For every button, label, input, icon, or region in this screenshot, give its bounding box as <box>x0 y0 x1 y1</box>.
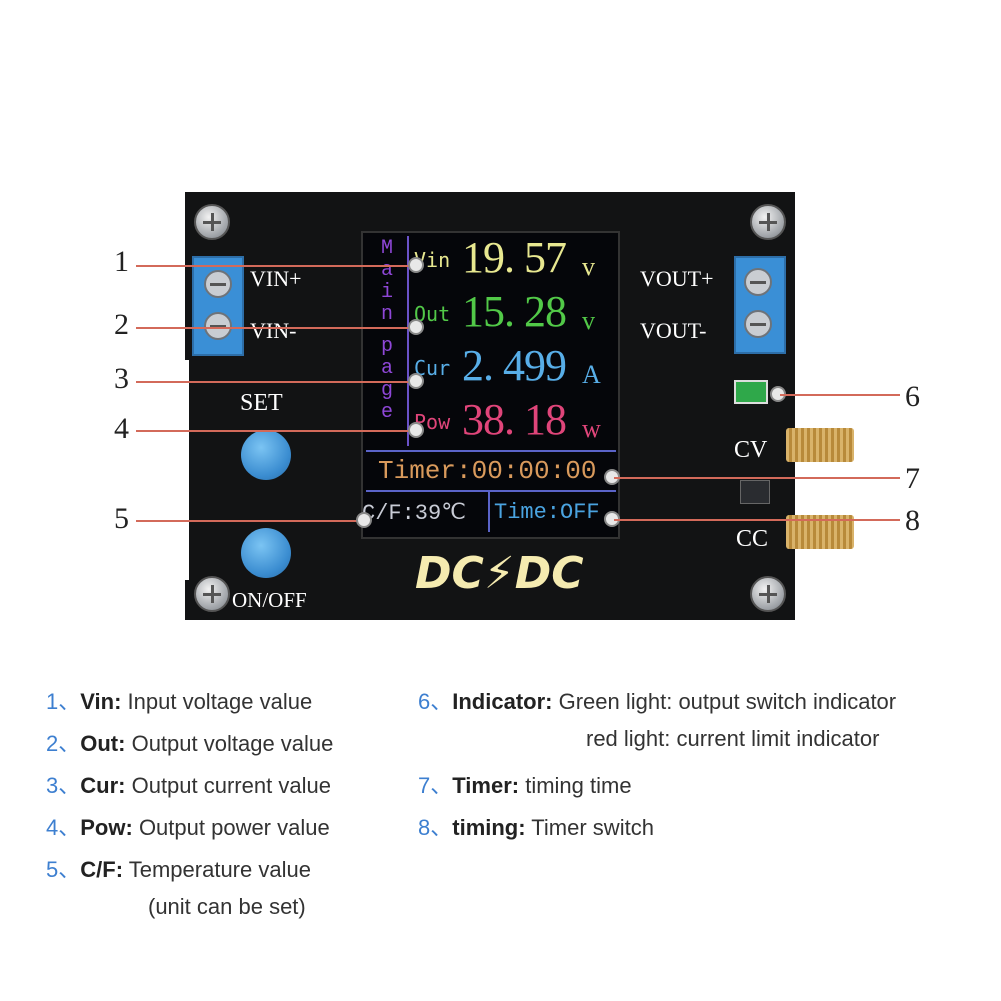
legend-item: 8、timing: Timer switch <box>418 815 654 840</box>
callout-number: 2 <box>114 308 129 341</box>
callout-line <box>136 430 416 432</box>
vout-plus-label: VOUT+ <box>640 266 714 291</box>
legend-note: (unit can be set) <box>148 894 306 919</box>
legend-item: 1、Vin: Input voltage value <box>46 689 313 714</box>
pow-value: 38. 18 <box>462 395 567 444</box>
callout-number: 3 <box>114 362 129 395</box>
callout-number: 8 <box>905 504 920 537</box>
cv-label: CV <box>734 437 768 463</box>
legend-note: red light: current limit indicator <box>586 726 880 751</box>
terminal-screw-icon <box>204 270 232 298</box>
output-terminal-block <box>734 256 786 354</box>
vin-unit: v <box>582 252 595 281</box>
onoff-button[interactable] <box>241 528 291 578</box>
terminal-screw-icon <box>204 312 232 340</box>
lcd-divider <box>488 490 490 532</box>
timer-readout: Timer:00:00:00 <box>378 456 597 486</box>
cv-potentiometer[interactable] <box>786 428 854 462</box>
callout-number: 1 <box>114 245 129 278</box>
terminal-screw-icon <box>744 310 772 338</box>
legend-item: 2、Out: Output voltage value <box>46 731 334 756</box>
mount-screw-icon <box>194 204 230 240</box>
callout-dot <box>408 373 424 389</box>
input-terminal-block <box>192 256 244 356</box>
callout-number: 4 <box>114 412 129 445</box>
vout-minus-label: VOUT- <box>640 318 707 343</box>
legend-item: 7、Timer: timing time <box>418 773 632 798</box>
cur-unit: A <box>582 360 601 389</box>
callout-number: 7 <box>905 462 920 495</box>
mount-screw-icon <box>194 576 230 612</box>
callout-line <box>136 327 416 329</box>
lcd-divider <box>366 490 616 492</box>
set-button[interactable] <box>241 430 291 480</box>
red-indicator-led <box>740 480 770 504</box>
callout-dot <box>408 422 424 438</box>
legend-item: 3、Cur: Output current value <box>46 773 331 798</box>
callout-line <box>136 381 416 383</box>
lcd-divider <box>407 236 409 446</box>
callout-dot <box>408 257 424 273</box>
vin-minus-label: VIN- <box>250 318 297 343</box>
callout-dot <box>356 512 372 528</box>
out-unit: v <box>582 306 595 335</box>
green-indicator-led <box>734 380 768 404</box>
callout-number: 6 <box>905 380 920 413</box>
temperature-readout: C/F:39℃ <box>362 501 466 526</box>
callout-dot <box>408 319 424 335</box>
mount-screw-icon <box>750 576 786 612</box>
callout-line <box>136 265 416 267</box>
callout-number: 5 <box>114 502 129 535</box>
onoff-label: ON/OFF <box>232 588 307 612</box>
pow-unit: w <box>582 414 601 443</box>
vin-value: 19. 57 <box>462 233 567 282</box>
dc-dc-logo: DC⚡DC <box>415 548 584 599</box>
cur-value: 2. 499 <box>462 341 567 390</box>
callout-line <box>136 520 366 522</box>
legend-item: 5、C/F: Temperature value <box>46 857 311 882</box>
terminal-screw-icon <box>744 268 772 296</box>
vin-plus-label: VIN+ <box>250 266 302 291</box>
callout-line <box>614 519 900 521</box>
legend-item: 6、Indicator: Green light: output switch … <box>418 689 897 714</box>
cc-label: CC <box>736 526 769 552</box>
callout-line <box>614 477 900 479</box>
mount-screw-icon <box>750 204 786 240</box>
timer-switch-readout: Time:OFF <box>494 500 600 525</box>
callout-line <box>780 394 900 396</box>
out-value: 15. 28 <box>462 287 567 336</box>
lcd-divider <box>366 450 616 452</box>
legend-item: 4、Pow: Output power value <box>46 815 330 840</box>
board-edge <box>185 360 189 580</box>
set-label: SET <box>240 390 283 416</box>
lcd-screen <box>361 231 620 539</box>
